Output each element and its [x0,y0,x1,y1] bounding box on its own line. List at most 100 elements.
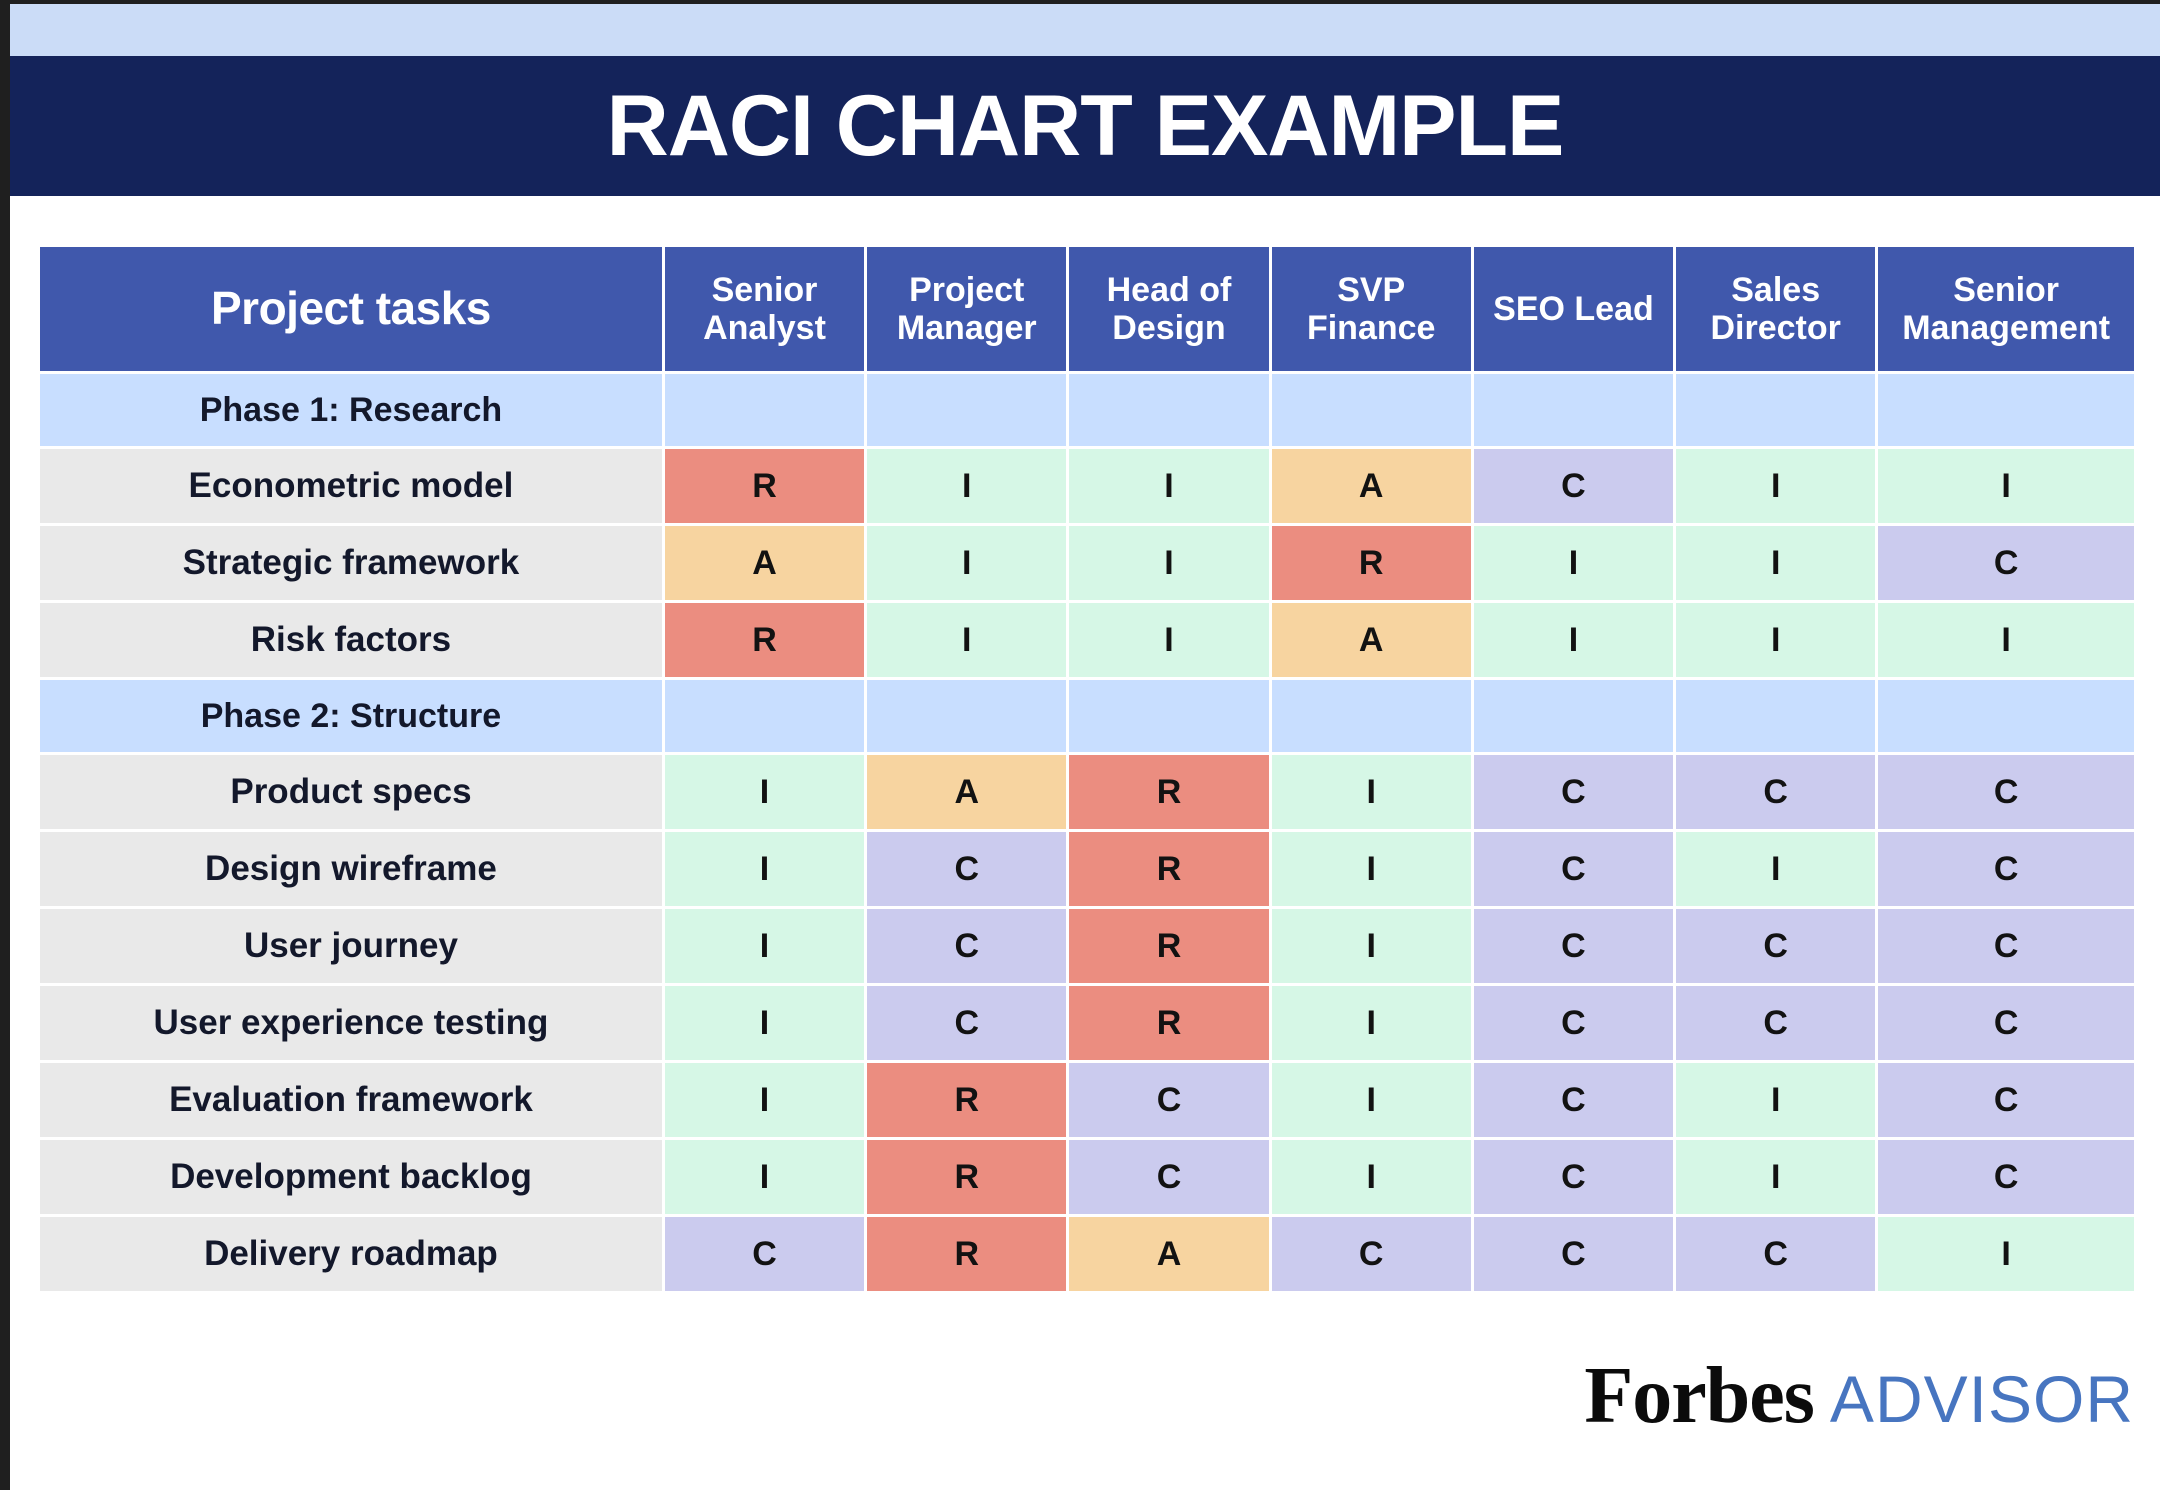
raci-cell: I [1473,603,1674,677]
raci-cell: I [1069,526,1269,600]
raci-cell: C [1473,449,1674,523]
raci-cell: I [1069,603,1269,677]
raci-cell: I [1878,603,2134,677]
raci-cell: I [1473,526,1674,600]
task-label: Econometric model [40,449,662,523]
task-label: Design wireframe [40,832,662,906]
raci-cell: R [1069,986,1269,1060]
raci-cell: I [1676,1140,1876,1214]
raci-cell: C [1878,909,2134,983]
header-role-4: SEO Lead [1473,247,1674,371]
raci-cell: C [1473,986,1674,1060]
raci-cell [1473,680,1674,752]
raci-cell: R [867,1063,1067,1137]
raci-cell: I [664,832,865,906]
raci-cell: C [1473,1063,1674,1137]
header-role-5: Sales Director [1676,247,1876,371]
table-header: Project tasks Senior Analyst Project Man… [40,247,2134,371]
task-label: Development backlog [40,1140,662,1214]
title-banner: RACI CHART EXAMPLE [10,56,2160,196]
header-role-6: Senior Management [1878,247,2134,371]
raci-cell: C [1473,1140,1674,1214]
raci-cell: C [1676,755,1876,829]
raci-cell: C [1473,832,1674,906]
raci-cell: I [1069,449,1269,523]
raci-cell: R [1271,526,1471,600]
task-label: Delivery roadmap [40,1217,662,1291]
raci-cell: I [1271,986,1471,1060]
raci-cell: I [1271,909,1471,983]
task-label: Evaluation framework [40,1063,662,1137]
header-role-2: Head of Design [1069,247,1269,371]
raci-cell: I [1676,603,1876,677]
raci-cell: C [867,986,1067,1060]
raci-cell: I [867,449,1067,523]
raci-cell [1676,374,1876,446]
raci-cell [1878,680,2134,752]
top-accent-strip [10,4,2160,56]
raci-cell: I [1676,1063,1876,1137]
raci-cell: R [664,603,865,677]
raci-cell: C [1878,832,2134,906]
task-label: Strategic framework [40,526,662,600]
raci-cell: I [1271,832,1471,906]
raci-cell: I [1878,449,2134,523]
raci-cell [1878,374,2134,446]
raci-cell: A [1069,1217,1269,1291]
task-label: Product specs [40,755,662,829]
raci-cell [1271,374,1471,446]
raci-cell: C [1271,1217,1471,1291]
raci-cell: I [1271,1063,1471,1137]
raci-cell: I [1676,832,1876,906]
raci-cell: I [1676,449,1876,523]
raci-table: Project tasks Senior Analyst Project Man… [37,244,2137,1294]
header-role-3: SVP Finance [1271,247,1471,371]
phase-row: Phase 2: Structure [40,680,2134,752]
raci-cell: I [664,909,865,983]
raci-cell: I [664,1063,865,1137]
raci-cell: C [867,832,1067,906]
task-label: Risk factors [40,603,662,677]
task-label: User journey [40,909,662,983]
raci-cell: C [664,1217,865,1291]
raci-cell: A [1271,603,1471,677]
header-role-0: Senior Analyst [664,247,865,371]
raci-cell: I [664,986,865,1060]
raci-cell [1676,680,1876,752]
raci-cell: C [1878,986,2134,1060]
raci-cell: I [867,603,1067,677]
raci-cell: C [1473,755,1674,829]
page-title: RACI CHART EXAMPLE [606,78,1565,174]
raci-cell: C [1878,755,2134,829]
raci-cell: I [1271,1140,1471,1214]
raci-cell [1473,374,1674,446]
raci-cell: I [664,755,865,829]
raci-cell: A [664,526,865,600]
raci-cell: R [1069,909,1269,983]
raci-cell: C [1676,909,1876,983]
raci-cell: I [664,1140,865,1214]
header-role-1: Project Manager [867,247,1067,371]
raci-cell [867,680,1067,752]
forbes-advisor-logo: Forbes ADVISOR [1584,1356,2134,1436]
header-project-tasks: Project tasks [40,247,662,371]
raci-cell [1271,680,1471,752]
raci-cell: C [1676,986,1876,1060]
raci-cell: A [1271,449,1471,523]
raci-cell: C [867,909,1067,983]
header-row: Project tasks Senior Analyst Project Man… [40,247,2134,371]
raci-cell: R [1069,832,1269,906]
raci-cell [664,680,865,752]
raci-cell: R [664,449,865,523]
raci-cell [1069,374,1269,446]
raci-cell: C [1878,526,2134,600]
phase-row: Phase 1: Research [40,374,2134,446]
